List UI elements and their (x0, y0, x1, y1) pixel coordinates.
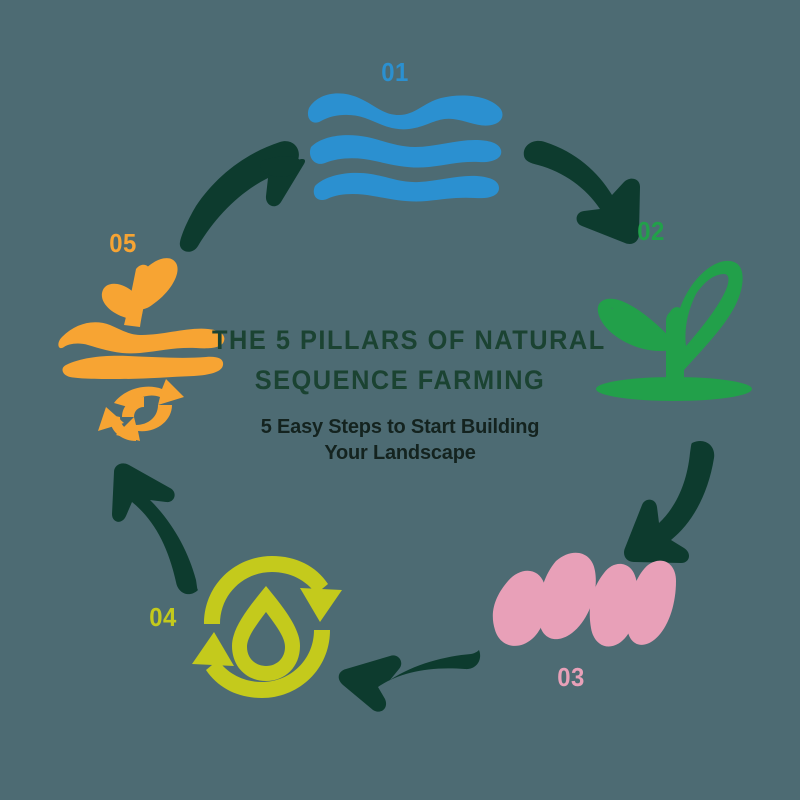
page-subtitle: 5 Easy Steps to Start Building Your Land… (200, 414, 600, 466)
step-number-03: 03 (557, 662, 585, 692)
arrow-04-to-05-icon (108, 463, 228, 595)
arrow-01-to-02-icon (520, 138, 660, 253)
arrow-03-to-04-icon (338, 622, 483, 717)
center-text-block: THE 5 PILLARS OF NATURAL SEQUENCE FARMIN… (200, 320, 606, 466)
step-number-05: 05 (109, 228, 137, 258)
page-title-line-2: SEQUENCE FARMING (254, 365, 546, 395)
seedling-sprout-icon (592, 252, 757, 407)
step-number-02: 02 (637, 216, 665, 246)
soil-regeneration-icon (58, 255, 228, 450)
arrow-05-to-01-icon (168, 138, 308, 253)
hoof-prints-icon (478, 545, 678, 655)
page-subtitle-line-2: Your Landscape (324, 442, 476, 464)
arrow-02-to-03-icon (618, 440, 738, 565)
step-number-04: 04 (149, 602, 177, 632)
page-subtitle-line-1: 5 Easy Steps to Start Building (260, 416, 540, 438)
water-cycle-droplet-icon (192, 548, 342, 706)
page-title-line-1: THE 5 PILLARS OF NATURAL (212, 325, 606, 355)
step-number-01: 01 (381, 57, 409, 87)
water-waves-icon (305, 85, 505, 202)
